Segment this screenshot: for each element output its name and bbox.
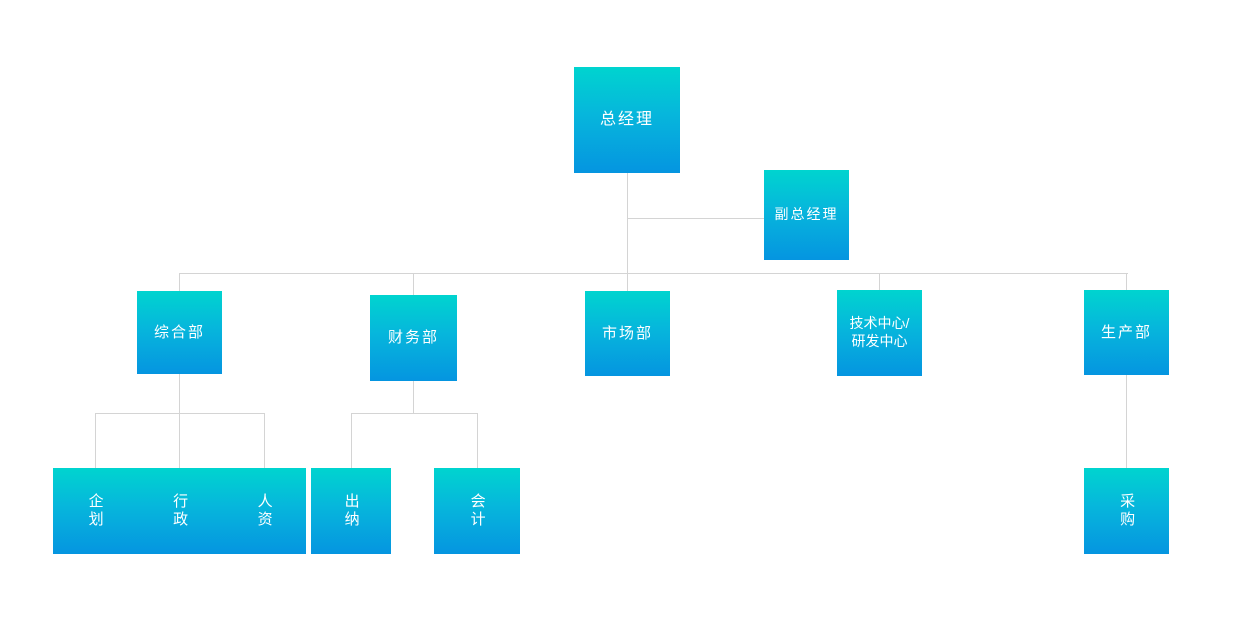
connector-gm-to-deputy xyxy=(627,218,765,219)
connector-drop-human-resources xyxy=(264,413,265,468)
node-deputy-general-manager[interactable]: 副总经理 xyxy=(764,170,849,260)
node-planning[interactable]: 企划 xyxy=(53,468,137,554)
node-procurement-label: 采购 xyxy=(1118,493,1136,529)
connector-drop-administration xyxy=(179,413,180,468)
node-production-label: 生产部 xyxy=(1100,323,1152,341)
connector-finance-bus xyxy=(351,413,477,414)
node-finance[interactable]: 财务部 xyxy=(370,295,457,381)
node-general-affairs[interactable]: 综合部 xyxy=(137,291,222,374)
node-general-manager-label: 总经理 xyxy=(599,110,654,128)
connector-drop-general-affairs xyxy=(179,273,180,291)
node-tech-center[interactable]: 技术中心/ 研发中心 xyxy=(837,290,922,376)
node-human-resources[interactable]: 人资 xyxy=(222,468,306,554)
node-cashier[interactable]: 出纳 xyxy=(311,468,391,554)
connector-drop-cashier xyxy=(351,413,352,468)
node-finance-label: 财务部 xyxy=(387,329,439,347)
connector-finance-stem xyxy=(413,380,414,413)
node-general-affairs-label: 综合部 xyxy=(153,323,205,341)
connector-drop-planning xyxy=(95,413,96,468)
connector-drop-marketing xyxy=(627,273,628,291)
node-accounting[interactable]: 会计 xyxy=(434,468,520,554)
node-marketing-label: 市场部 xyxy=(601,324,653,342)
node-deputy-general-manager-label: 副总经理 xyxy=(774,206,839,223)
connector-drop-production xyxy=(1126,273,1127,290)
node-tech-center-label: 技术中心/ 研发中心 xyxy=(849,315,910,349)
node-general-manager[interactable]: 总经理 xyxy=(574,67,680,173)
node-administration-label: 行政 xyxy=(171,493,189,529)
node-accounting-label: 会计 xyxy=(468,493,486,529)
node-administration[interactable]: 行政 xyxy=(137,468,222,554)
node-production[interactable]: 生产部 xyxy=(1084,290,1169,375)
connector-drop-finance xyxy=(413,273,414,295)
node-cashier-label: 出纳 xyxy=(342,493,360,529)
connector-production-to-procurement xyxy=(1126,375,1127,468)
connector-drop-accounting xyxy=(477,413,478,468)
connector-gm-vertical xyxy=(627,172,628,274)
connector-general-affairs-stem xyxy=(179,373,180,413)
node-planning-label: 企划 xyxy=(86,493,104,529)
connector-drop-tech-center xyxy=(879,273,880,290)
connector-department-bus xyxy=(179,273,1128,274)
node-procurement[interactable]: 采购 xyxy=(1084,468,1169,554)
node-human-resources-label: 人资 xyxy=(255,493,273,529)
node-marketing[interactable]: 市场部 xyxy=(585,291,670,376)
